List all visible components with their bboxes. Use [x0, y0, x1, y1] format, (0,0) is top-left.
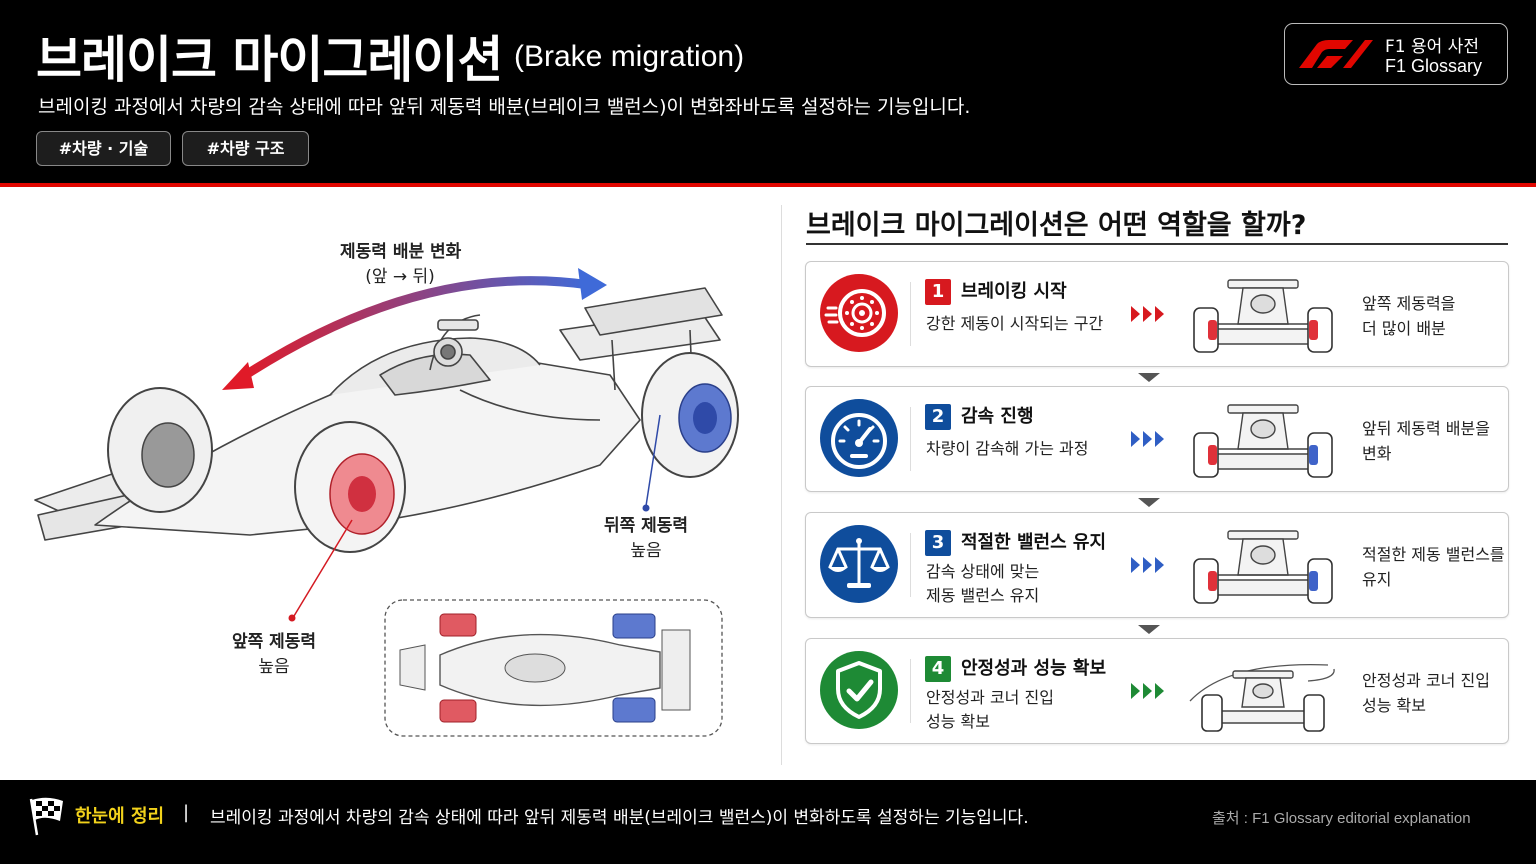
- shield-check-icon: [820, 651, 898, 729]
- f1-car-illustration: [34, 268, 739, 737]
- summary-highlight: 한눈에 정리: [75, 806, 165, 827]
- source-text: 출처 : F1 Glossary editorial explanation: [1212, 810, 1471, 827]
- card-separator: [910, 659, 911, 723]
- step-title-4: 안정성과 성능 확보: [961, 658, 1107, 679]
- arrow-label-line1: 제동력 배분 변화: [340, 242, 462, 262]
- step-card-2: 2 감속 진행 차량이 감속해 가는 과정 앞뒤 제동력 배분을 변화: [805, 386, 1509, 492]
- summary-text: 브레이킹 과정에서 차량의 감속 상태에 따라 앞뒤 제동력 배분(브레이크 밸…: [210, 808, 1029, 828]
- rear-leader-line: [642, 414, 661, 512]
- step-connector-1: [1138, 373, 1160, 382]
- car-front-icon: [1193, 404, 1333, 478]
- checkered-flag-icon: [29, 797, 63, 836]
- front-brake-label-line1: 앞쪽 제동력: [231, 632, 317, 652]
- step-result-2-line2: 변화: [1362, 444, 1392, 463]
- step-card-3: 3 적절한 밸런스 유지 감속 상태에 맞는 제동 밸런스 유지 적절한 제동 …: [805, 512, 1509, 618]
- step-desc-3: 감속 상태에 맞는 제동 밸런스 유지: [926, 560, 1039, 608]
- step-number-3: 3: [925, 530, 951, 556]
- front-left-wheel: [107, 387, 213, 513]
- step-connector-3: [1138, 625, 1160, 634]
- chevron-arrows-icon: [1131, 557, 1164, 573]
- speedometer-icon: [820, 399, 898, 477]
- rear-brake-label-line2: 높음: [630, 541, 662, 561]
- step-desc-2: 차량이 감속해 가는 과정: [926, 437, 1088, 461]
- rear-brake-label: 뒤쪽 제동력 높음: [596, 514, 696, 564]
- top-view-inset: [384, 599, 723, 737]
- page-title: 브레이크 마이그레이션: [36, 31, 503, 89]
- glossary-badge: F1 용어 사전 F1 Glossary: [1284, 23, 1508, 85]
- car-body: [34, 287, 723, 541]
- car-front-icon: [1193, 530, 1333, 604]
- step-desc-4-line2: 성능 확보: [926, 712, 990, 731]
- tag-vehicle-structure[interactable]: #차량 구조: [182, 131, 309, 166]
- footer: 한눈에 정리 | 브레이킹 과정에서 차량의 감속 상태에 따라 앞뒤 제동력 …: [0, 780, 1536, 864]
- f1-logo-icon: [1299, 40, 1373, 68]
- step-number-1: 1: [925, 279, 951, 305]
- step-desc-1-line1: 강한 제동이 시작되는 구간: [926, 314, 1104, 333]
- step-result-4-line2: 성능 확보: [1362, 696, 1426, 715]
- step-desc-2-line1: 차량이 감속해 가는 과정: [926, 439, 1089, 458]
- front-leader-line: [288, 519, 353, 622]
- step-card-4: 4 안정성과 성능 확보 안정성과 코너 진입 성능 확보 안정성과 코너 진입…: [805, 638, 1509, 744]
- step-result-1: 앞쪽 제동력을 더 많이 배분: [1362, 291, 1455, 341]
- step-result-2-line1: 앞뒤 제동력 배분을: [1362, 419, 1490, 438]
- step-result-3-line1: 적절한 제동 밸런스를: [1362, 545, 1505, 564]
- roles-title-underline: [806, 243, 1508, 245]
- step-desc-4-line1: 안정성과 코너 진입: [926, 688, 1054, 707]
- step-desc-1: 강한 제동이 시작되는 구간: [926, 312, 1103, 336]
- chevron-arrows-icon: [1131, 431, 1164, 447]
- vertical-divider: [781, 205, 782, 765]
- step-title-3: 적절한 밸런스 유지: [961, 532, 1107, 553]
- header: 브레이크 마이그레이션 (Brake migration) 브레이킹 과정에서 …: [0, 0, 1536, 183]
- scales-icon: [820, 525, 898, 603]
- summary-separator: |: [183, 802, 190, 823]
- step-result-2: 앞뒤 제동력 배분을 변화: [1362, 416, 1490, 466]
- card-separator: [910, 533, 911, 597]
- car-cornering-icon: [1189, 663, 1335, 732]
- car-front-icon: [1193, 279, 1333, 353]
- step-desc-4: 안정성과 코너 진입 성능 확보: [926, 686, 1054, 734]
- step-desc-3-line2: 제동 밸런스 유지: [926, 586, 1040, 605]
- rear-brake-label-line1: 뒤쪽 제동력: [603, 516, 689, 536]
- front-wheel: [294, 421, 406, 553]
- step-number-4: 4: [925, 656, 951, 682]
- roles-title: 브레이크 마이그레이션은 어떤 역할을 할까?: [806, 210, 1307, 241]
- step-title-1: 브레이킹 시작: [961, 281, 1067, 302]
- chevron-arrows-icon: [1131, 306, 1164, 322]
- front-brake-label: 앞쪽 제동력 높음: [222, 630, 326, 680]
- step-connector-2: [1138, 498, 1160, 507]
- card-separator: [910, 407, 911, 471]
- arrow-label: 제동력 배분 변화 (앞 → 뒤): [340, 240, 462, 290]
- step-title-2: 감속 진행: [961, 406, 1034, 427]
- badge-title-ko: F1 용어 사전: [1385, 37, 1479, 57]
- rear-wheel: [641, 352, 739, 478]
- chevron-arrows-icon: [1131, 683, 1164, 699]
- arrow-label-line2: (앞 → 뒤): [365, 267, 435, 287]
- badge-title-en: F1 Glossary: [1385, 56, 1483, 76]
- front-brake-label-line2: 높음: [258, 657, 290, 677]
- step-desc-3-line1: 감속 상태에 맞는: [926, 562, 1040, 581]
- step-card-1: 1 브레이킹 시작 강한 제동이 시작되는 구간 앞쪽 제동력을 더 많이 배분: [805, 261, 1509, 367]
- migration-arrow: [222, 268, 607, 390]
- step-result-3-line2: 유지: [1362, 570, 1392, 589]
- step-result-4-line1: 안정성과 코너 진입: [1362, 671, 1490, 690]
- step-result-3: 적절한 제동 밸런스를 유지: [1362, 542, 1505, 592]
- step-number-2: 2: [925, 404, 951, 430]
- step-result-1-line2: 더 많이 배분: [1362, 319, 1446, 338]
- header-accent-line: [0, 183, 1536, 187]
- step-result-1-line1: 앞쪽 제동력을: [1362, 294, 1456, 313]
- step-result-4: 안정성과 코너 진입 성능 확보: [1362, 668, 1490, 718]
- page-title-english: (Brake migration): [514, 40, 745, 73]
- card-separator: [910, 282, 911, 346]
- page-subtitle: 브레이킹 과정에서 차량의 감속 상태에 따라 앞뒤 제동력 배분(브레이크 밸…: [38, 96, 971, 118]
- tag-vehicle-tech[interactable]: #차량 · 기술: [36, 131, 171, 166]
- brake-disc-icon: [820, 274, 898, 352]
